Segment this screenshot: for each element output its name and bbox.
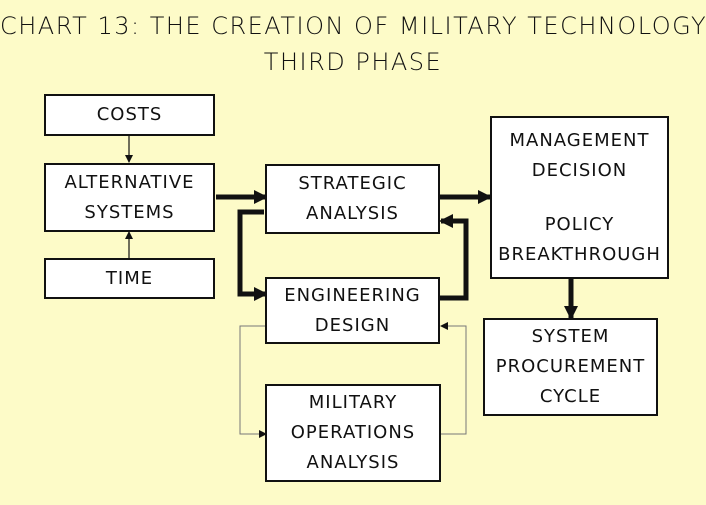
strategic-analysis-label-1: STRATEGIC	[298, 173, 407, 194]
strategic-analysis-label-2: ANALYSIS	[306, 203, 399, 224]
alternative-systems-label-2: SYSTEMS	[84, 201, 175, 223]
engineering-design-box: ENGINEERING DESIGN	[265, 277, 440, 344]
arrow-strategic-to-engineering	[237, 209, 268, 301]
time-label: TIME	[105, 267, 154, 289]
costs-box: COSTS	[44, 94, 215, 136]
policy-breakthrough-label-2: BREAKTHROUGH	[498, 243, 661, 265]
costs-label: COSTS	[96, 104, 163, 125]
system-procurement-label-2: PROCUREMENT	[495, 356, 646, 377]
system-procurement-label-1: SYSTEM	[531, 326, 610, 347]
chart-title: CHART 13: THE CREATION OF MILITARY TECHN…	[0, 12, 706, 40]
engineering-design-label-1: ENGINEERING	[284, 284, 421, 306]
military-operations-label-3: ANALYSIS	[306, 452, 400, 473]
system-procurement-label-3: CYCLE	[539, 386, 602, 407]
engineering-design-label-2: DESIGN	[314, 314, 391, 336]
chart-subtitle: THIRD PHASE	[263, 48, 443, 76]
military-operations-label-2: OPERATIONS	[290, 422, 416, 443]
system-procurement-cycle-box: SYSTEM PROCUREMENT CYCLE	[483, 318, 658, 416]
military-operations-analysis-box: MILITARY OPERATIONS ANALYSIS	[265, 384, 441, 482]
military-operations-label-1: MILITARY	[308, 392, 398, 413]
arrow-military-ops-to-engineering	[440, 322, 467, 435]
management-decision-label-1: MANAGEMENT	[509, 129, 650, 151]
management-decision-box: MANAGEMENT DECISION POLICY BREAKTHROUGH	[490, 116, 669, 279]
arrow-engineering-to-strategic	[439, 214, 469, 301]
strategic-analysis-box: STRATEGIC ANALYSIS	[265, 164, 440, 234]
policy-breakthrough-label-1: POLICY	[544, 213, 615, 235]
time-box: TIME	[44, 258, 215, 299]
arrow-engineering-to-military-ops	[239, 325, 267, 438]
alternative-systems-label-1: ALTERNATIVE	[64, 171, 195, 193]
management-decision-label-2: DECISION	[531, 159, 628, 181]
alternative-systems-box: ALTERNATIVE SYSTEMS	[44, 163, 215, 232]
